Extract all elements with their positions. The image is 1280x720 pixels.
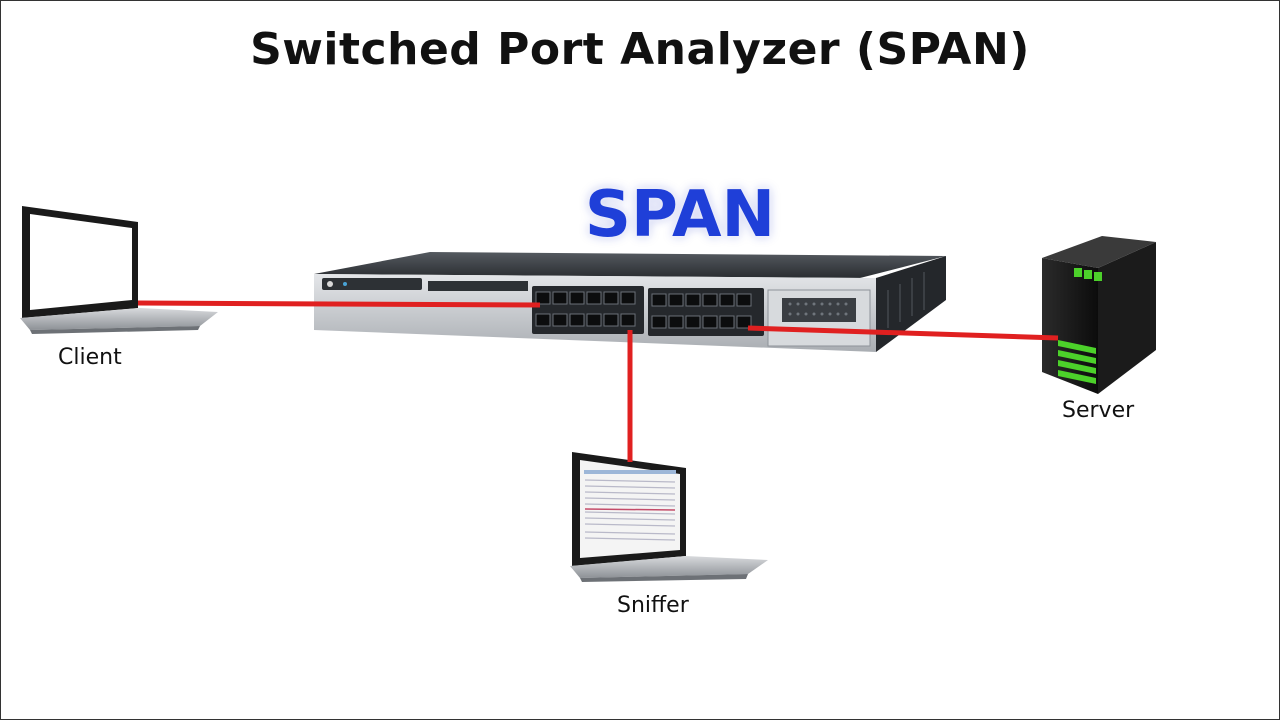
client-link — [137, 300, 541, 308]
sniffer-laptop-icon — [570, 452, 768, 582]
network-links — [137, 300, 1059, 462]
switch-port-block-right — [648, 288, 764, 336]
server-icon — [1042, 236, 1156, 394]
slide-title: Switched Port Analyzer (SPAN) — [250, 24, 1030, 75]
client-laptop-icon — [20, 206, 218, 334]
span-label: SPAN — [584, 178, 776, 252]
network-switch-icon — [314, 252, 946, 352]
server-link — [747, 325, 1059, 341]
sniffer-label: Sniffer — [617, 593, 689, 618]
server-label: Server — [1062, 398, 1135, 423]
switch-port-block-left — [532, 286, 644, 334]
client-label: Client — [58, 345, 122, 370]
